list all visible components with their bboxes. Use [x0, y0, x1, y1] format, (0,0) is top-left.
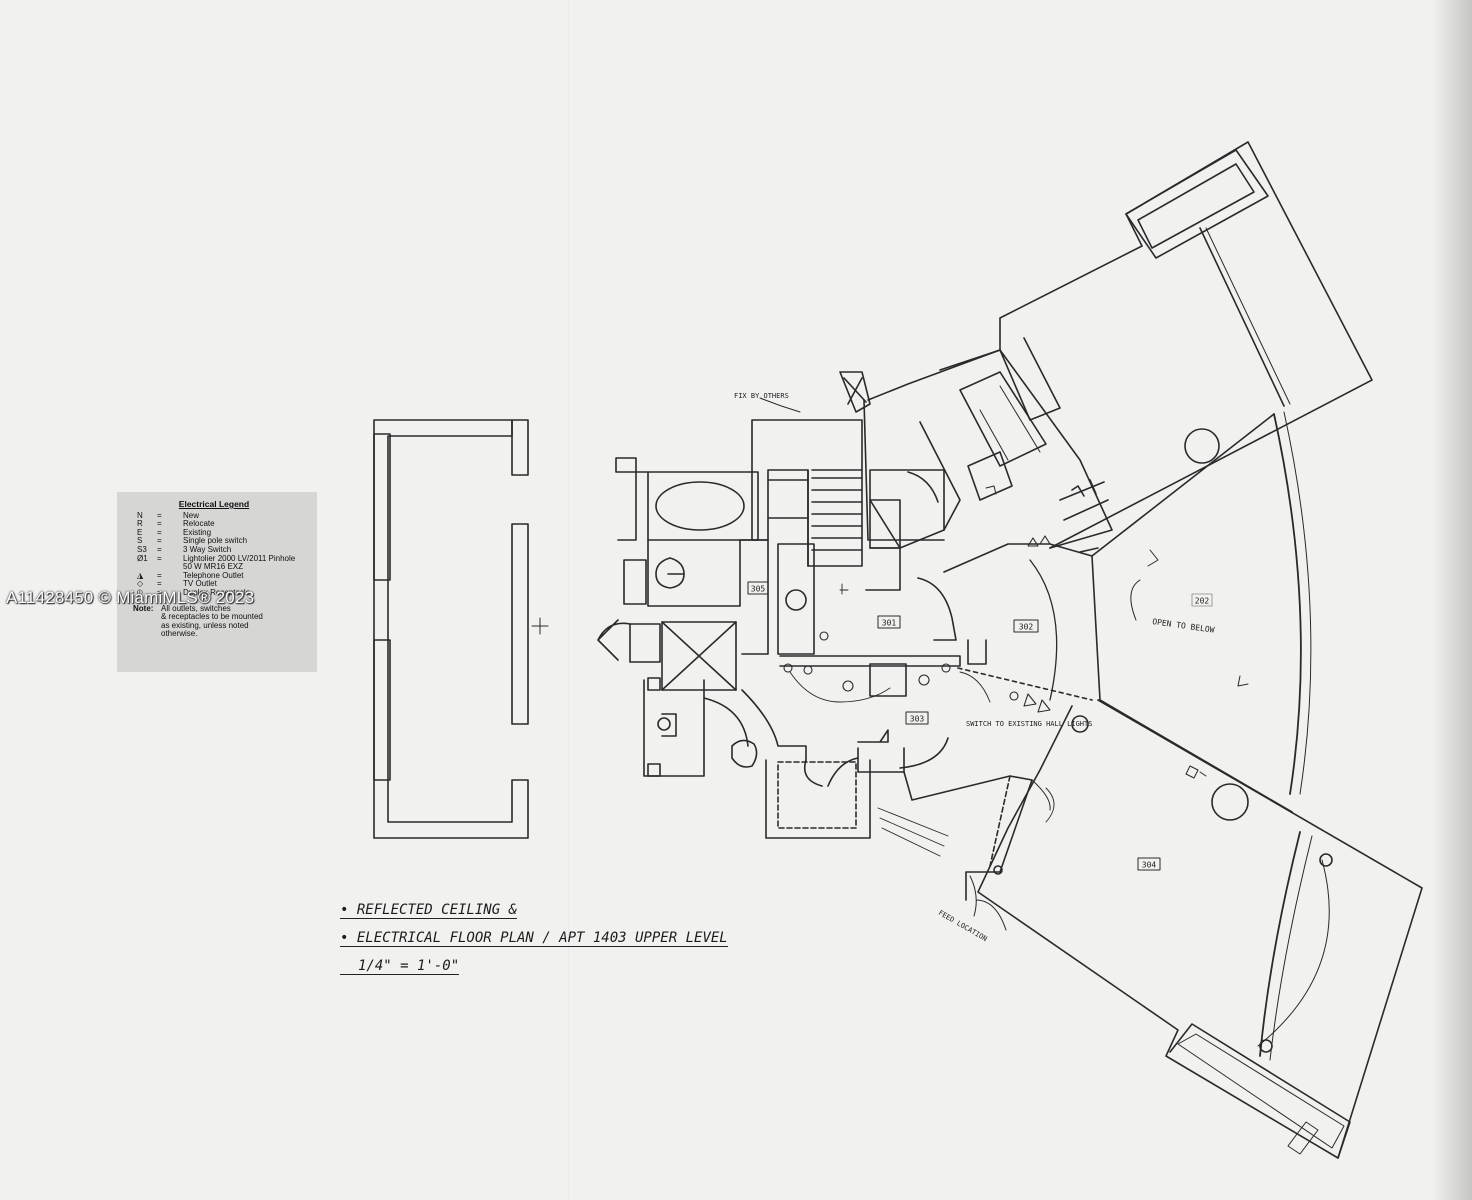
upper-wing: [999, 141, 1373, 553]
drawing-scale: 1/4" = 1'-0": [340, 958, 460, 975]
mls-watermark: A11428450 © MiamiMLS® 2023: [6, 588, 255, 607]
room-202-label: 202: [1195, 597, 1210, 606]
drawing-title-block: • REFLECTED CEILING & • ELECTRICAL FLOOR…: [340, 902, 728, 986]
fix-by-others-note: FIX BY OTHERS: [734, 392, 789, 400]
tv-outlet-icon: ◇: [137, 579, 144, 589]
room-305-label: 305: [751, 585, 766, 594]
title-line-1: • REFLECTED CEILING &: [340, 902, 518, 919]
paper-fold: [568, 0, 574, 1200]
lower-wing: [877, 699, 1423, 1159]
apartment-core: [597, 337, 1113, 839]
legend-row: S=Single pole switch: [137, 536, 248, 546]
open-to-below-area: [1091, 411, 1312, 813]
room-labels: 305 301 302 303 304 202: [747, 581, 1213, 871]
electrical-legend: Electrical Legend N=New R=Relocate E=Exi…: [117, 492, 317, 672]
legend-row: N=New: [137, 510, 200, 520]
feed-location-note: FEED LOCATION: [937, 909, 988, 943]
electrical-symbols: [783, 535, 1055, 823]
switch-note: SWITCH TO EXISTING HALL LIGHTS: [966, 720, 1092, 728]
title-line-2: • ELECTRICAL FLOOR PLAN / APT 1403 UPPER…: [340, 930, 728, 947]
legend-title: Electrical Legend: [178, 499, 250, 509]
room-302-label: 302: [1019, 623, 1034, 632]
receptacle-icon: ⦶: [137, 587, 143, 597]
room-301-label: 301: [882, 619, 897, 628]
legend-note: Note: All outlets, switches & receptacle…: [133, 603, 263, 639]
paper-edge-shadow: [1432, 0, 1472, 1200]
room-304-label: 304: [1142, 861, 1157, 870]
legend-row: S3=3 Way Switch: [137, 544, 232, 554]
legend-row: ◇=TV Outlet: [137, 579, 217, 589]
legend-row: E=Existing: [137, 527, 212, 537]
ceiling-plan-outline: [373, 419, 549, 839]
legend-row: ◮=Telephone Outlet: [137, 570, 244, 580]
legend-row: R=Relocate: [137, 519, 215, 529]
telephone-icon: ◮: [137, 570, 144, 580]
room-303-label: 303: [910, 715, 925, 724]
open-to-below-note: OPEN TO BELOW: [1152, 617, 1215, 635]
legend-row: 50 W MR16 EXZ: [183, 562, 244, 572]
legend-row: ⦶=Duplex Receptacle: [137, 587, 251, 597]
legend-row: Ø1=Lightolier 2000 LV/2011 Pinhole: [137, 553, 296, 563]
